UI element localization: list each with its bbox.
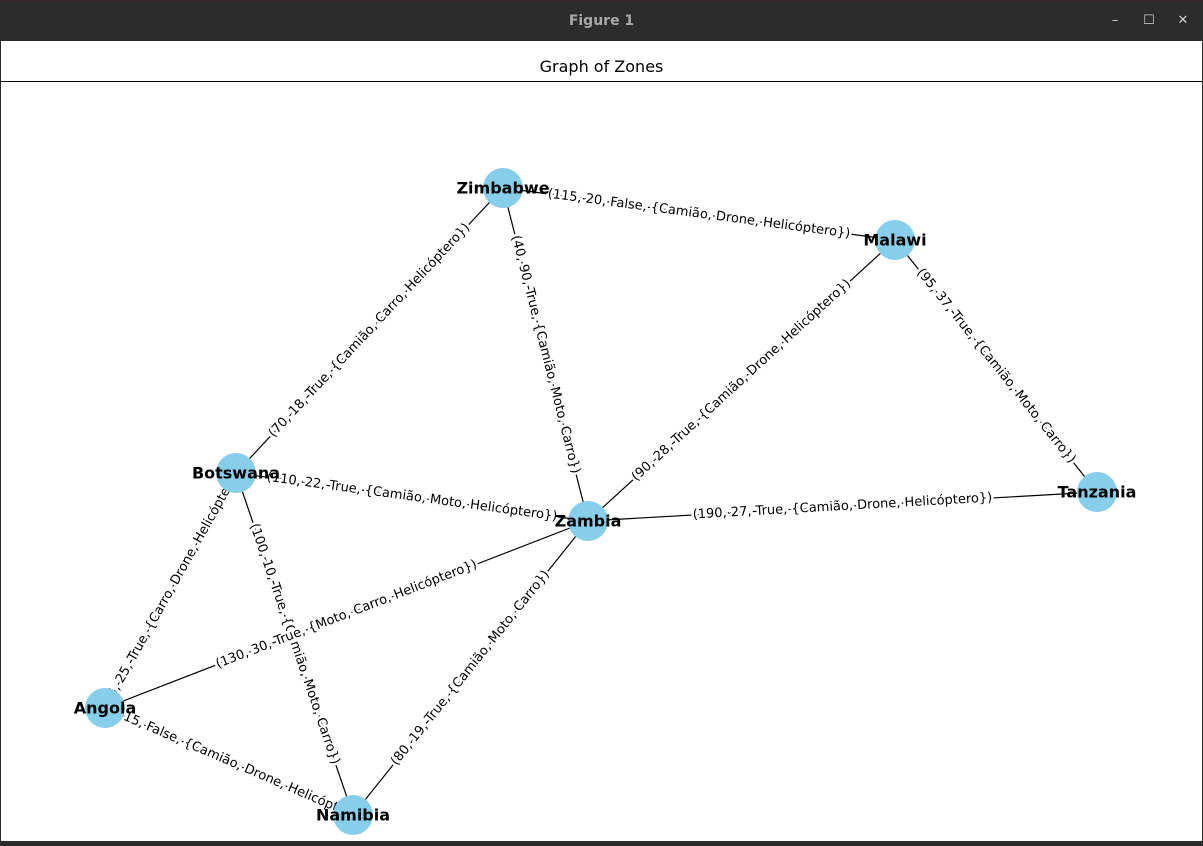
edge-label-malawi-tanzania: (95, 37, True, {Camião, Moto, Carro}) (913, 266, 1078, 467)
node-zambia (568, 501, 608, 541)
node-tanzania (1077, 472, 1117, 512)
edge-angola-namibia (104, 707, 354, 816)
edge-label-malawi-zambia: (90, 28, True, {Camião, Drone, Helicópte… (629, 276, 854, 484)
maximize-button[interactable]: ☐ (1143, 13, 1155, 28)
node-malawi (875, 220, 915, 260)
edge-label-zimbabwe-zambia: (40, 90, True, {Camião, Moto, Carro}) (508, 234, 583, 475)
edge-label-zambia-namibia: (80, 19, True, {Camião, Moto, Carro}) (388, 567, 553, 768)
edge-label-botswana-zambia: (110, 22, True, {Camião, Moto, Helicópte… (266, 470, 558, 524)
edge-botswana-namibia (235, 472, 354, 816)
edges-layer (104, 187, 1098, 816)
minimize-button[interactable]: – (1111, 13, 1119, 28)
edge-botswana-zambia (235, 472, 589, 522)
edge-malawi-tanzania (894, 239, 1098, 493)
node-label-malawi: Malawi (863, 231, 926, 250)
figure-title: Graph of Zones (539, 57, 664, 76)
edge-zambia-tanzania (587, 491, 1098, 522)
edge-label-zambia-angola: (130, 30, True, {Moto, Carro, Helicópter… (214, 557, 479, 672)
node-angola (85, 688, 125, 728)
node-label-angola: Angola (74, 699, 137, 718)
edge-zambia-namibia (352, 520, 589, 816)
graph-diagram: (115, 20, False, {Camião, Drone, Helicóp… (74, 168, 1137, 835)
node-label-tanzania: Tanzania (1058, 483, 1137, 502)
node-label-zambia: Zambia (555, 512, 622, 531)
edge-zimbabwe-zambia (502, 187, 589, 522)
nodes-layer (85, 168, 1117, 835)
edge-zimbabwe-botswana (235, 187, 504, 474)
plot-axes: (115, 20, False, {Camião, Drone, Helicóp… (1, 81, 1202, 841)
edge-label-zimbabwe-botswana: (70, 18, True, {Camião, Carro, Helicópte… (266, 220, 474, 440)
node-namibia (333, 795, 373, 835)
figure-canvas: Graph of Zones (115, 20, False, {Camião,… (1, 41, 1202, 841)
edge-zambia-angola (104, 520, 589, 709)
node-label-namibia: Namibia (316, 806, 390, 825)
node-label-zimbabwe: Zimbabwe (456, 179, 549, 198)
close-button[interactable]: ✕ (1177, 13, 1189, 28)
window-title: Figure 1 (568, 13, 635, 29)
edge-botswana-angola (104, 472, 237, 709)
node-zimbabwe (483, 168, 523, 208)
edge-zimbabwe-malawi (502, 187, 896, 241)
edge-malawi-zambia (587, 239, 896, 522)
node-botswana (216, 453, 256, 493)
window-titlebar[interactable]: Figure 1 – ☐ ✕ (0, 0, 1203, 41)
edge-label-zambia-tanzania: (190, 27, True, {Camião, Drone, Helicópt… (692, 490, 992, 522)
edge-label-zimbabwe-malawi: (115, 20, False, {Camião, Drone, Helicóp… (547, 187, 851, 242)
node-label-botswana: Botswana (192, 464, 280, 483)
edge-label-botswana-angola: (125, 25, True, {Carro, Drone, Helicópte… (94, 462, 246, 719)
